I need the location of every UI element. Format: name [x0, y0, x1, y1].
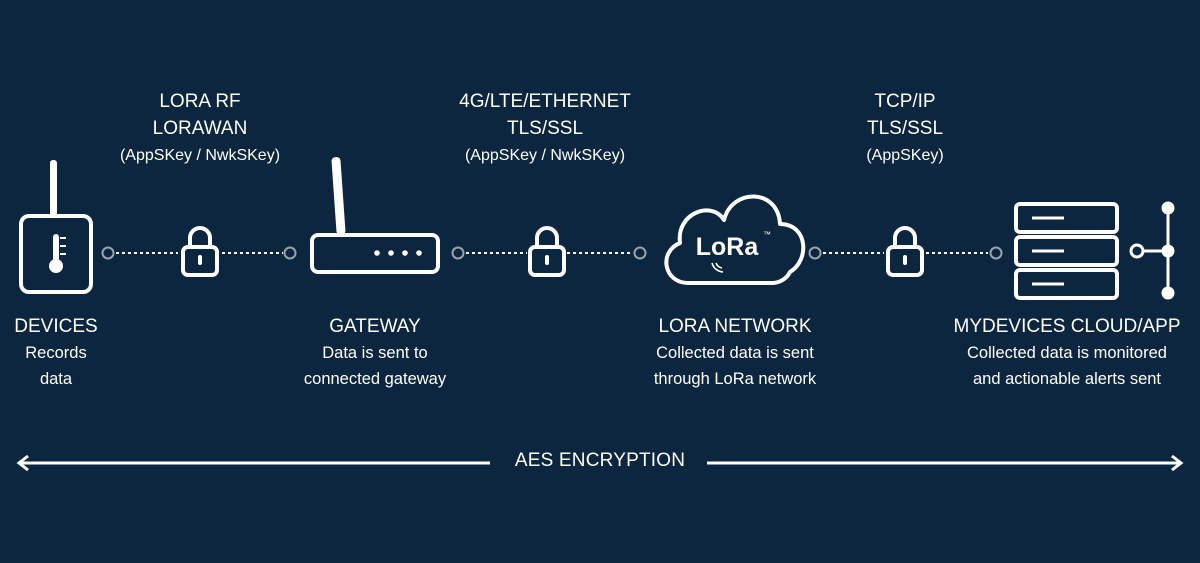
protocol-line1: TCP/IP	[874, 91, 936, 112]
protocol-line1: 4G/LTE/ETHERNET	[459, 91, 631, 112]
aes-encryption-arrow	[16, 454, 1184, 472]
node-description: Records	[25, 344, 87, 362]
node-description: Data is sent to	[322, 344, 428, 362]
server-stack-icon	[1014, 202, 1119, 300]
node-mydevices-cloud: MYDEVICES CLOUD/APP Collected data is mo…	[944, 313, 1190, 392]
lock-icon	[181, 226, 219, 277]
link-protocol-lora: LORA RF LORAWAN (AppSKey / NwkSKey)	[100, 88, 300, 169]
protocol-keys: (AppSKey)	[866, 147, 944, 164]
router-icon	[310, 157, 440, 274]
node-devices: DEVICES Records data	[0, 313, 112, 392]
lock-icon	[886, 226, 924, 277]
thermometer-device-icon	[19, 160, 93, 294]
protocol-keys: (AppSKey / NwkSKey)	[119, 147, 281, 164]
node-description: data	[39, 370, 73, 388]
node-title: MYDEVICES CLOUD/APP	[953, 316, 1181, 337]
lock-icon	[528, 226, 566, 277]
protocol-line2: LORAWAN	[152, 118, 248, 139]
node-description: connected gateway	[303, 370, 447, 388]
link-protocol-backhaul: 4G/LTE/ETHERNET TLS/SSL (AppSKey / NwkSK…	[430, 88, 660, 169]
node-description: Collected data is monitored	[967, 344, 1167, 362]
node-title: LORA NETWORK	[658, 316, 812, 337]
node-description: Collected data is sent	[656, 344, 814, 362]
protocol-line1: LORA RF	[159, 91, 241, 112]
node-description: and actionable alerts sent	[972, 370, 1162, 388]
connector-devices-gateway	[101, 246, 297, 260]
link-protocol-tcpip: TCP/IP TLS/SSL (AppSKey)	[805, 88, 1005, 169]
connector-network-cloud	[808, 246, 1003, 260]
node-description: through LoRa network	[653, 370, 817, 388]
lora-logo: LoRa	[696, 233, 760, 261]
node-title: DEVICES	[14, 316, 98, 337]
protocol-keys: (AppSKey / NwkSKey)	[464, 147, 626, 164]
node-title: GATEWAY	[329, 316, 421, 337]
protocol-line2: TLS/SSL	[866, 118, 944, 139]
network-branch-icon	[1129, 201, 1175, 300]
node-gateway: GATEWAY Data is sent to connected gatewa…	[275, 313, 475, 392]
cloud-icon: LoRa ™	[664, 194, 806, 285]
aes-encryption-label: AES ENCRYPTION	[514, 450, 686, 471]
node-lora-network: LORA NETWORK Collected data is sent thro…	[620, 313, 850, 392]
protocol-line2: TLS/SSL	[506, 118, 584, 139]
connector-gateway-network	[451, 246, 647, 260]
lora-logo-trademark: ™	[763, 230, 771, 239]
